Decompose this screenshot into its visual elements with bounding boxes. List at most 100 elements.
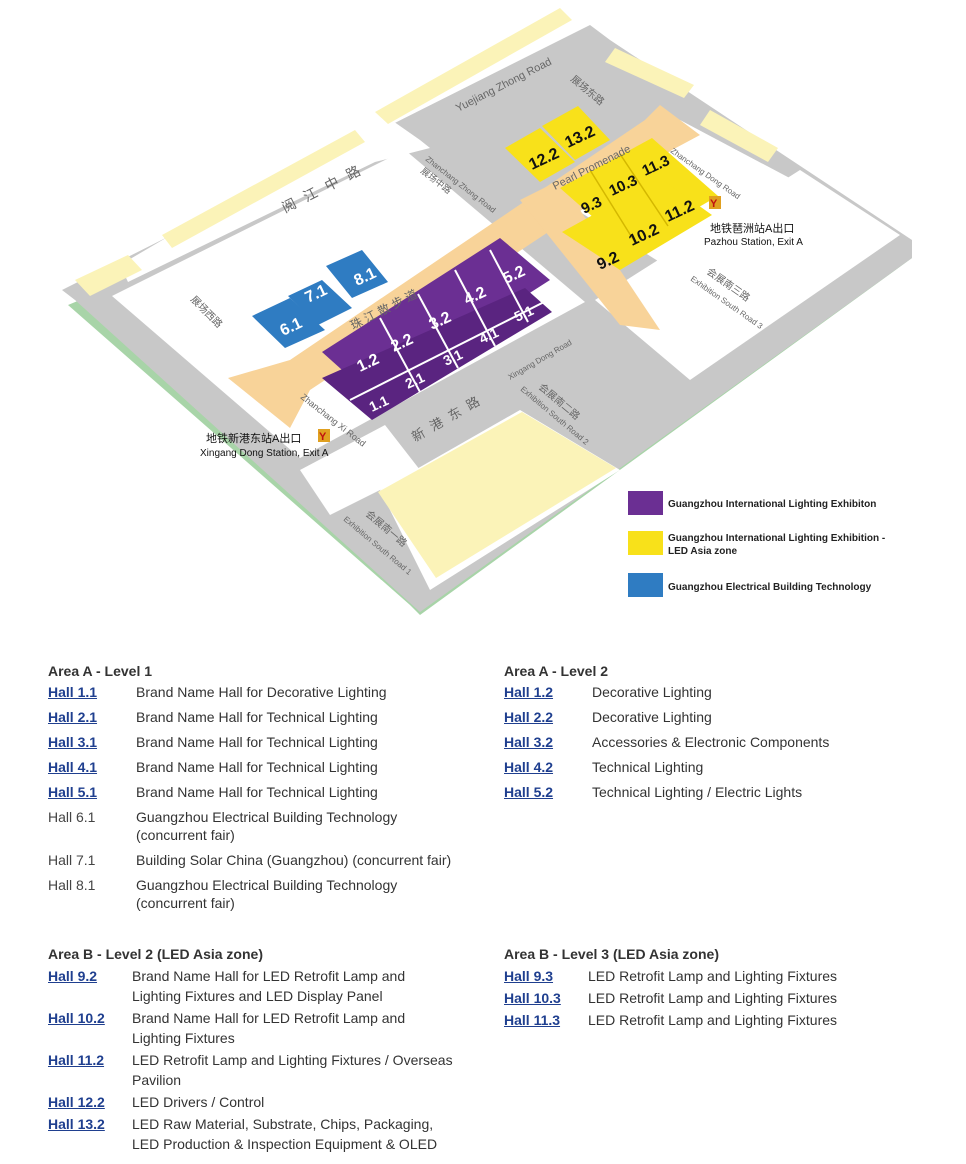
block-north — [120, 112, 430, 282]
pale-yellow-1 — [75, 255, 142, 296]
hall-description: LED Retrofit Lamp and Lighting Fixtures — [588, 988, 944, 1008]
hall-link[interactable]: Hall 2.2 — [504, 709, 554, 725]
hall-link[interactable]: Hall 11.2 — [48, 1052, 105, 1068]
hall-description: Building Solar China (Guangzhou) (concur… — [136, 851, 498, 869]
hall-link[interactable]: Hall 12.2 — [48, 1094, 105, 1110]
hall-label: 5.1 — [512, 302, 537, 325]
hall-row: Hall 13.2 LED Raw Material, Substrate, Ch… — [48, 1114, 498, 1154]
description-line: LED Retrofit Lamp and Lighting Fixtures … — [132, 1052, 453, 1068]
hall-row: Hall 10.3 LED Retrofit Lamp and Lighting … — [504, 988, 944, 1008]
block-south-left — [300, 425, 420, 515]
hall-block-8-1[interactable] — [326, 250, 388, 298]
hall-description: Brand Name Hall for Technical Lighting — [136, 783, 498, 801]
pale-yellow-3 — [375, 8, 572, 124]
description-line: Decorative Lighting — [592, 684, 712, 700]
hall-block-13-2[interactable] — [542, 106, 610, 160]
hall-block-7-1[interactable] — [288, 280, 352, 325]
section-area-b-level-2: Area B - Level 2 (LED Asia zone) Hall 9.… — [48, 946, 498, 1156]
hall-description: Decorative Lighting — [592, 683, 944, 701]
hall-description: Technical Lighting — [592, 758, 944, 776]
hall-row: Hall 1.1 Brand Name Hall for Decorative L… — [48, 683, 498, 701]
hall-description: LED Drivers / Control — [132, 1092, 498, 1112]
hall-description: Brand Name Hall for Technical Lighting — [136, 758, 498, 776]
hall-link[interactable]: Hall 4.1 — [48, 759, 98, 775]
description-line: Decorative Lighting — [592, 709, 712, 725]
promenade-branch — [520, 180, 660, 330]
hall-link[interactable]: Hall 11.3 — [504, 1012, 561, 1028]
hall-link[interactable]: Hall 3.2 — [504, 734, 554, 750]
station-label: Pazhou Station, Exit A — [704, 237, 803, 248]
description-line: Lighting Fixtures and LED Display Panel — [132, 988, 383, 1004]
description-line: (concurrent fair) — [136, 827, 235, 843]
venue-map: 6.1 7.1 8.1 1.2 2.2 3.2 4.2 5.2 1.1 2.1 … — [62, 8, 912, 615]
description-line: LED Retrofit Lamp and Lighting Fixtures — [588, 990, 838, 1006]
description-line: Guangzhou Electrical Building Technology — [136, 809, 398, 825]
hall-row: Hall 2.1 Brand Name Hall for Technical Li… — [48, 708, 498, 726]
hall-link[interactable]: Hall 10.3 — [504, 990, 561, 1006]
section-title: Area A - Level 1 — [48, 663, 153, 679]
hall-description: Brand Name Hall for Decorative Lighting — [136, 683, 498, 701]
hall-row: Hall 1.2 Decorative Lighting — [504, 683, 944, 701]
hall-divider — [417, 293, 459, 369]
metro-icon: Y — [710, 198, 718, 210]
hall-label: 3.1 — [441, 346, 466, 369]
description-line: LED Production & Inspection Equipment & … — [132, 1136, 438, 1152]
metro-icon — [709, 196, 721, 209]
station-label: 地铁新港东站A出口 — [206, 431, 301, 445]
hall-link[interactable]: Hall 2.1 — [48, 709, 98, 725]
hall-link[interactable]: Hall 10.2 — [48, 1010, 105, 1026]
hall-link[interactable]: Hall 4.2 — [504, 759, 554, 775]
description-line: Technical Lighting / Electric Lights — [592, 784, 803, 800]
hall-link[interactable]: Hall 5.1 — [48, 784, 98, 800]
pale-yellow-5 — [700, 110, 778, 162]
description-line: Brand Name Hall for Technical Lighting — [136, 709, 378, 725]
hall-divider — [379, 317, 421, 393]
hall-link[interactable]: Hall 1.2 — [504, 684, 554, 700]
station-label: Xingang Dong Station, Exit A — [200, 448, 329, 459]
hall-name: Hall 7.1 — [48, 852, 96, 868]
hall-row: Hall 7.1 Building Solar China (Guangzhou)… — [48, 851, 498, 869]
hall-row: Hall 5.2 Technical Lighting / Electric Li… — [504, 783, 944, 801]
hall-link[interactable]: Hall 13.2 — [48, 1116, 105, 1132]
hall-link[interactable]: Hall 9.2 — [48, 968, 98, 984]
description-line: Brand Name Hall for Decorative Lighting — [136, 684, 387, 700]
hall-block-lower-b[interactable] — [562, 178, 712, 270]
hall-row: Hall 11.3 LED Retrofit Lamp and Lighting … — [504, 1010, 944, 1030]
description-line: Building Solar China (Guangzhou) (concur… — [136, 852, 452, 868]
hall-description: LED Retrofit Lamp and Lighting Fixtures — [588, 966, 944, 986]
hall-label: 2.1 — [403, 369, 428, 392]
hall-link[interactable]: Hall 1.1 — [48, 684, 98, 700]
hall-block-12-2[interactable] — [505, 128, 575, 182]
hall-label: 4.1 — [477, 324, 502, 347]
description-line: Brand Name Hall for Technical Lighting — [136, 784, 378, 800]
hall-link[interactable]: Hall 3.1 — [48, 734, 98, 750]
hall-link[interactable]: Hall 5.2 — [504, 784, 554, 800]
description-line: LED Drivers / Control — [132, 1094, 265, 1110]
hall-divider — [454, 269, 496, 347]
hall-link[interactable]: Hall 9.3 — [504, 968, 554, 984]
metro-icon: Y — [319, 431, 327, 443]
hall-block-lower[interactable] — [322, 288, 552, 420]
hall-description: LED Raw Material, Substrate, Chips, Pack… — [132, 1114, 498, 1154]
hall-divider — [619, 153, 669, 227]
hall-row: Hall 11.2 LED Retrofit Lamp and Lighting … — [48, 1050, 498, 1090]
section-area-b-level-3: Area B - Level 3 (LED Asia zone) Hall 9.… — [504, 946, 944, 1032]
section-title: Area B - Level 3 (LED Asia zone) — [504, 946, 719, 962]
hall-description: Technical Lighting / Electric Lights — [592, 783, 944, 801]
hall-row: Hall 4.1 Brand Name Hall for Technical Li… — [48, 758, 498, 776]
hall-block-6-1[interactable] — [252, 298, 325, 348]
hall-divider — [589, 169, 637, 245]
legend-label: Guangzhou International Lighting Exhibit… — [668, 499, 876, 510]
hall-description: Guangzhou Electrical Building Technology… — [136, 876, 498, 912]
pale-yellow-6 — [378, 412, 616, 578]
yellow-halls — [505, 106, 718, 270]
hall-description: Brand Name Hall for Technical Lighting — [136, 708, 498, 726]
hall-row: Hall 5.1 Brand Name Hall for Technical Li… — [48, 783, 498, 801]
description-line: LED Retrofit Lamp and Lighting Fixtures — [588, 1012, 838, 1028]
hall-description: LED Retrofit Lamp and Lighting Fixtures … — [132, 1050, 498, 1090]
